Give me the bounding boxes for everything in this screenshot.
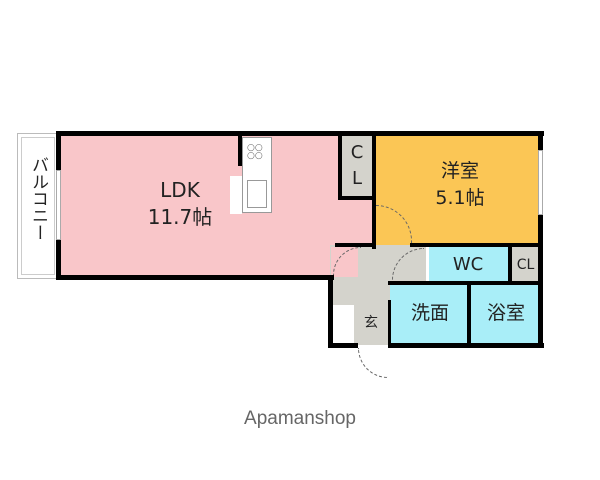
ldk-size: 11.7帖: [147, 205, 213, 229]
room-washroom: [390, 284, 468, 345]
room-ldk: [58, 133, 375, 278]
washroom-label: 洗面: [410, 302, 449, 324]
western-size: 5.1帖: [435, 187, 485, 209]
ldk-name: LDK: [160, 178, 200, 202]
kitchen-counter: ○○○○: [242, 137, 272, 213]
closet-small-label: CL: [516, 257, 535, 273]
room-wc: [426, 247, 508, 282]
closet-small: [508, 245, 541, 282]
bath-label: 浴室: [486, 302, 525, 324]
door-swing-entrance: [358, 348, 388, 378]
wc-label: WC: [452, 254, 484, 275]
balcony-label: バルコニー: [28, 156, 48, 241]
stove-icon: ○○○○: [247, 143, 263, 161]
shoe-space: [332, 305, 354, 345]
closet-main: [338, 133, 374, 200]
western-name: 洋室: [440, 160, 479, 182]
entrance-label: 玄: [364, 315, 378, 331]
closet-main-label: C L: [350, 142, 364, 189]
room-bath: [471, 284, 541, 345]
watermark: Apamanshop: [244, 408, 356, 429]
fridge-space: [230, 176, 242, 214]
sink-icon: [247, 180, 267, 208]
balcony: バルコニー: [17, 133, 59, 279]
